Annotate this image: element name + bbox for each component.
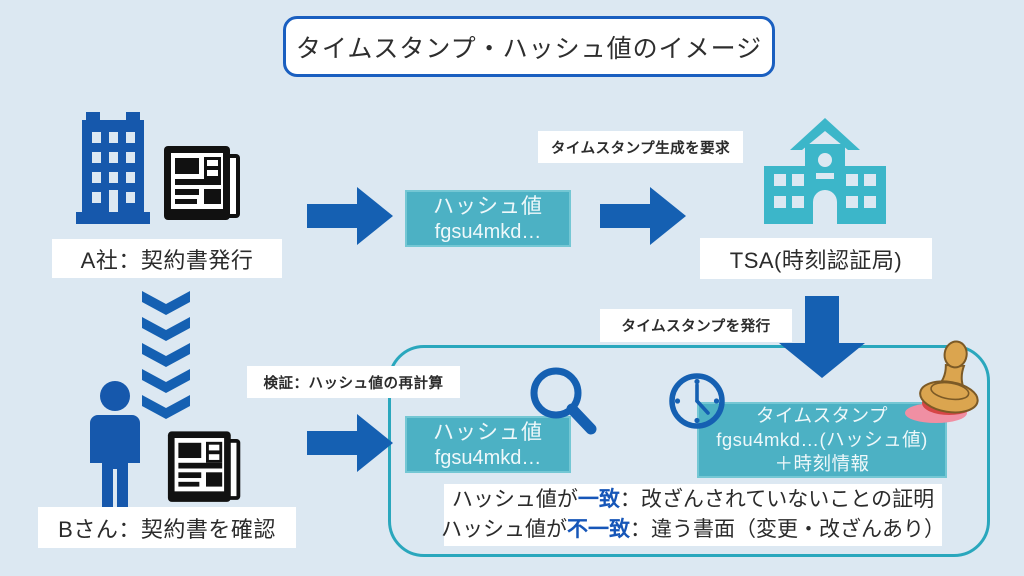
block-arrow-down-icon <box>779 296 865 378</box>
verdict-match-keyword: 一致 <box>577 488 620 511</box>
verdict-box: ハッシュ値が一致：改ざんされていないことの証明 ハッシュ値が不一致：違う書面（変… <box>441 484 945 546</box>
request-timestamp-label: タイムスタンプ生成を要求 <box>538 131 743 163</box>
hash-verify-value: fgsu4mkd… <box>434 446 542 469</box>
chevron-flow-down-icon <box>142 291 190 419</box>
hash-source-title: ハッシュ値 <box>433 194 543 218</box>
stamp-icon <box>905 340 979 423</box>
hash-source-value: fgsu4mkd… <box>434 220 542 243</box>
hash-value-box-source: ハッシュ値 fgsu4mkd… <box>405 190 571 247</box>
magnifier-icon <box>530 367 597 435</box>
person-label-text: Bさん：契約書を確認 <box>58 516 276 542</box>
hash-verify-title: ハッシュ値 <box>433 420 543 444</box>
verdict-mismatch-keyword: 不一致 <box>567 518 630 541</box>
company-label-text: A社：契約書発行 <box>80 247 254 273</box>
request-timestamp-text: タイムスタンプ生成を要求 <box>550 140 731 157</box>
building-icon <box>76 112 150 224</box>
company-label: A社：契約書発行 <box>52 239 282 278</box>
verdict-match-line: ハッシュ値が一致：改ざんされていないことの証明 <box>452 485 934 515</box>
page-title: タイムスタンプ・ハッシュ値のイメージ <box>283 16 775 77</box>
verify-label: 検証：ハッシュ値の再計算 <box>247 366 460 398</box>
block-arrow-right-icon <box>600 187 686 245</box>
issue-timestamp-label: タイムスタンプを発行 <box>600 309 792 342</box>
block-arrow-right-icon <box>307 187 393 245</box>
verdict-mismatch-result: ：違う書面（変更・改ざんあり） <box>630 518 945 541</box>
tsa-label: TSA(時刻認証局) <box>700 238 932 279</box>
issue-timestamp-text: タイムスタンプを発行 <box>621 319 771 335</box>
verdict-match-result: ：改ざんされていないことの証明 <box>619 488 935 511</box>
contract-document-icon <box>166 426 246 511</box>
timestamp-box: タイムスタンプ fgsu4mkd…(ハッシュ値) ＋時刻情報 <box>697 402 947 478</box>
contract-document-icon <box>162 144 246 226</box>
timestamp-extra: ＋時刻情報 <box>774 453 870 474</box>
certification-authority-building-icon <box>764 118 886 224</box>
verdict-match-prefix: ハッシュ値が <box>451 488 578 511</box>
hash-value-box-verify: ハッシュ値 fgsu4mkd… <box>405 416 571 473</box>
verify-label-text: 検証：ハッシュ値の再計算 <box>263 375 444 392</box>
timestamp-title: タイムスタンプ <box>755 405 889 426</box>
person-label: Bさん：契約書を確認 <box>38 507 296 548</box>
page-title-text: タイムスタンプ・ハッシュ値のイメージ <box>295 34 763 63</box>
timestamp-value: fgsu4mkd…(ハッシュ値) <box>716 429 928 450</box>
verdict-mismatch-line: ハッシュ値が不一致：違う書面（変更・改ざんあり） <box>441 515 945 545</box>
block-arrow-right-icon <box>307 414 393 472</box>
clock-icon <box>669 373 725 429</box>
person-icon <box>90 381 140 511</box>
verdict-mismatch-prefix: ハッシュ値が <box>441 518 567 541</box>
tsa-label-text: TSA(時刻認証局) <box>729 247 903 273</box>
verification-container <box>388 345 990 557</box>
